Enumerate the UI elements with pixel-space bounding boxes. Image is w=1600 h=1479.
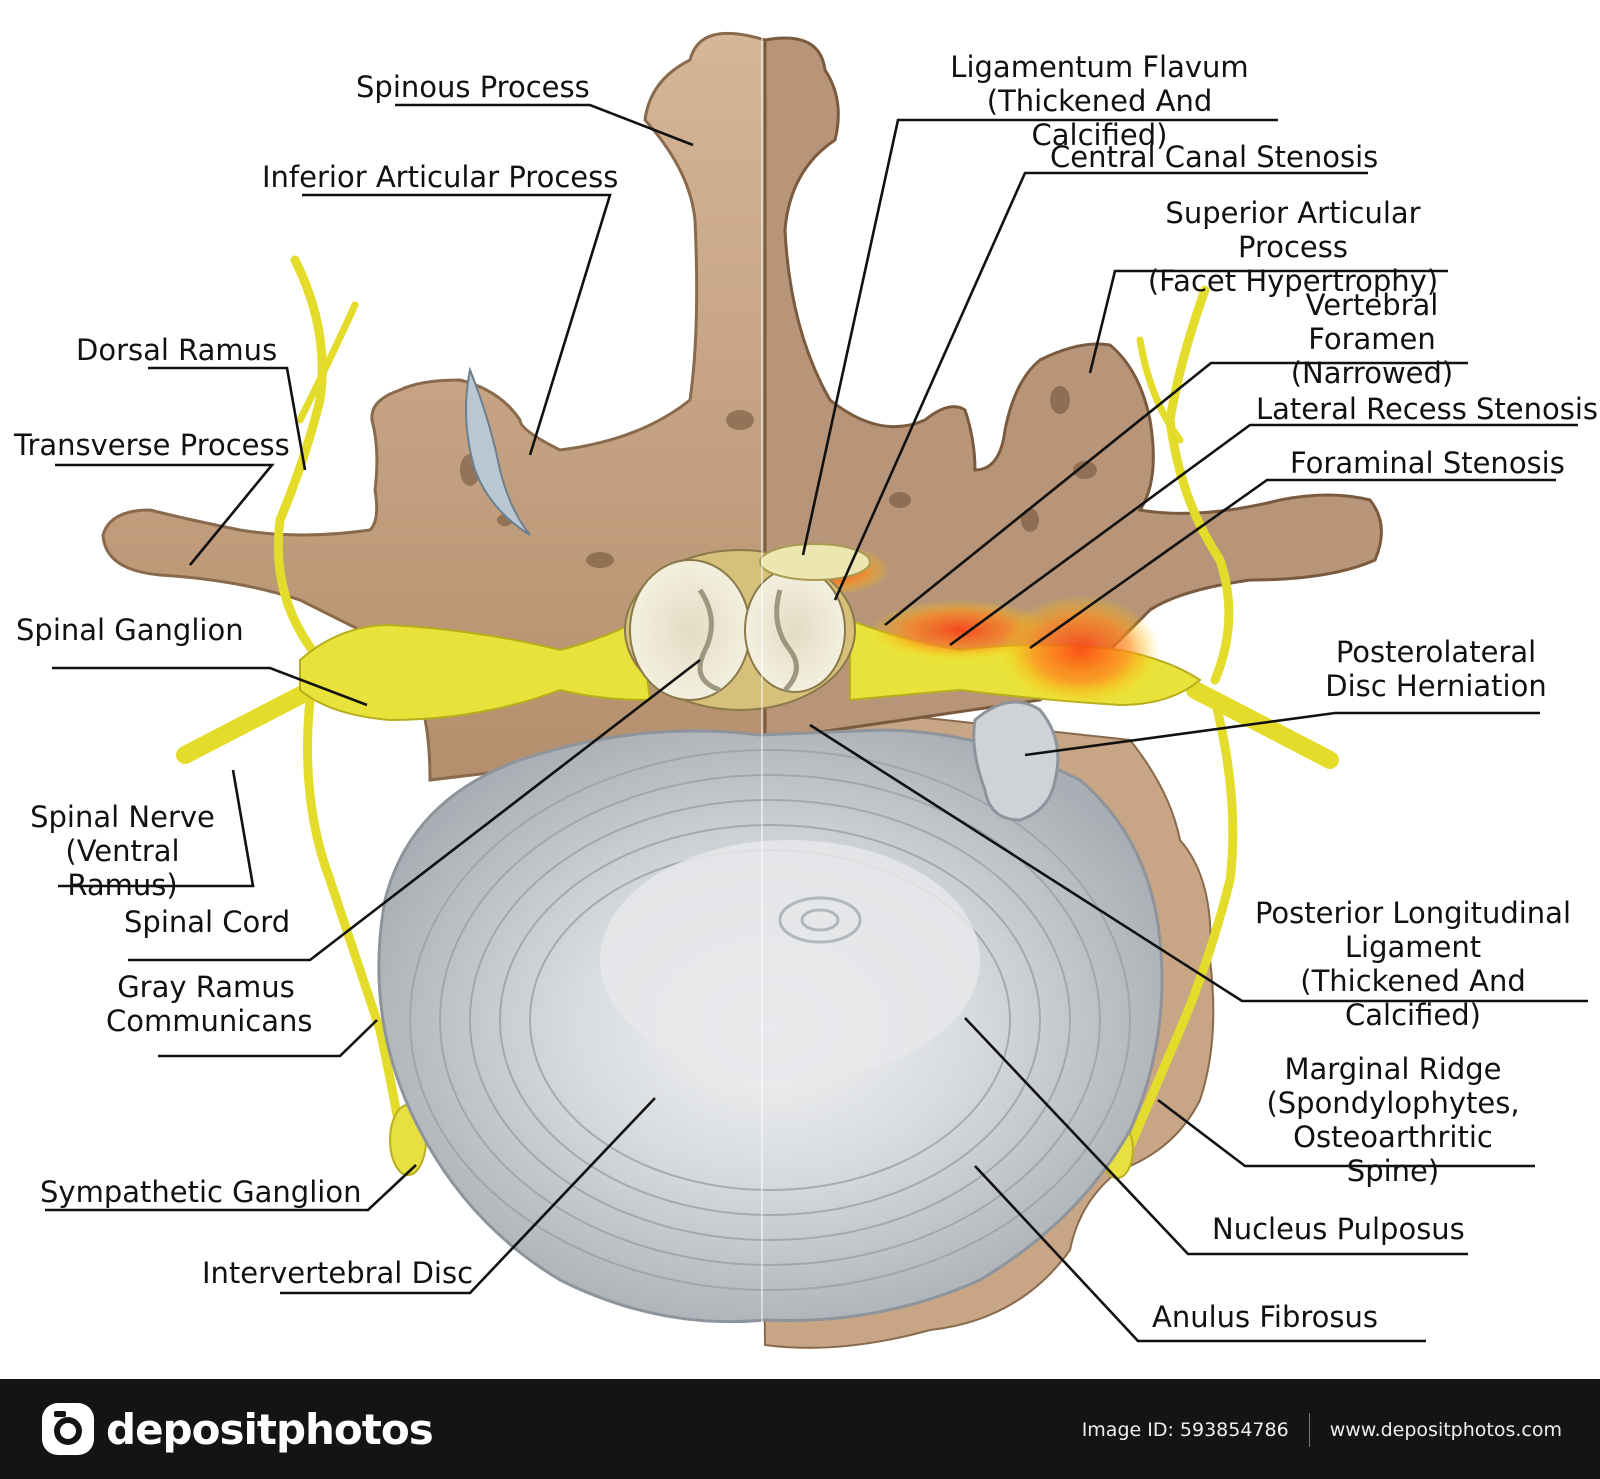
spine-illustration — [45, 31, 1588, 1349]
label-intervertebral-disc: Intervertebral Disc — [202, 1256, 474, 1290]
anulus-rings — [409, 749, 1131, 1291]
label-spinal-cord: Spinal Cord — [124, 905, 291, 939]
vertebral-arch-left — [101, 31, 767, 782]
footer-bar: depositphotos Image ID: 593854786 www.de… — [0, 1379, 1600, 1479]
label-marginal-ridge: Marginal Ridge (Spondylophytes, Osteoart… — [1266, 1052, 1520, 1188]
image-id: Image ID: 593854786 — [1081, 1419, 1289, 1441]
label-spinal-ganglion: Spinal Ganglion — [16, 613, 244, 647]
label-sympathetic-ganglion: Sympathetic Ganglion — [40, 1175, 362, 1209]
label-transverse-process: Transverse Process — [14, 428, 290, 462]
brand-logo[interactable]: depositphotos — [40, 1399, 434, 1459]
label-central-canal-stenosis: Central Canal Stenosis — [1050, 140, 1379, 174]
articular-cartilage — [465, 366, 531, 536]
label-dorsal-ramus: Dorsal Ramus — [76, 333, 278, 367]
footer-info: Image ID: 593854786 www.depositphotos.co… — [1082, 1413, 1562, 1447]
label-vertebral-foramen: Vertebral Foramen (Narrowed) — [1290, 288, 1454, 390]
vertebral-arch-right — [763, 36, 1383, 742]
label-ligamentum-flavum: Ligamentum Flavum (Thickened And Calcifi… — [950, 50, 1249, 152]
label-lateral-recess-stenosis: Lateral Recess Stenosis — [1256, 392, 1599, 426]
label-gray-ramus: Gray Ramus Communicans — [106, 970, 313, 1038]
label-nucleus-pulposus: Nucleus Pulposus — [1212, 1212, 1465, 1246]
label-anulus-fibrosus: Anulus Fibrosus — [1152, 1300, 1379, 1334]
label-layer: Spinous Process Inferior Articular Proce… — [14, 50, 1599, 1334]
label-spinal-nerve: Spinal Nerve (Ventral Ramus) — [30, 800, 215, 902]
ligamentum-flavum-shape — [759, 543, 871, 581]
herniation-shape — [972, 700, 1060, 822]
bone-texture — [460, 386, 1097, 568]
divider — [1308, 1413, 1310, 1447]
nucleus-shape — [600, 840, 980, 1080]
brand-name: depositphotos — [106, 1404, 434, 1454]
leader-lines — [45, 103, 1588, 1343]
label-foraminal-stenosis: Foraminal Stenosis — [1290, 446, 1565, 480]
label-inferior-articular-process: Inferior Articular Process — [262, 160, 619, 194]
label-posterior-longitudinal-ligament: Posterior Longitudinal Ligament (Thicken… — [1254, 896, 1572, 1032]
label-superior-articular-process: Superior Articular Process (Facet Hypert… — [1147, 196, 1439, 298]
label-spinous-process: Spinous Process — [356, 70, 590, 104]
camera-icon — [42, 1403, 94, 1455]
website-link[interactable]: www.depositphotos.com — [1329, 1419, 1562, 1441]
label-posterolateral-herniation: Posterolateral Disc Herniation — [1325, 635, 1547, 703]
